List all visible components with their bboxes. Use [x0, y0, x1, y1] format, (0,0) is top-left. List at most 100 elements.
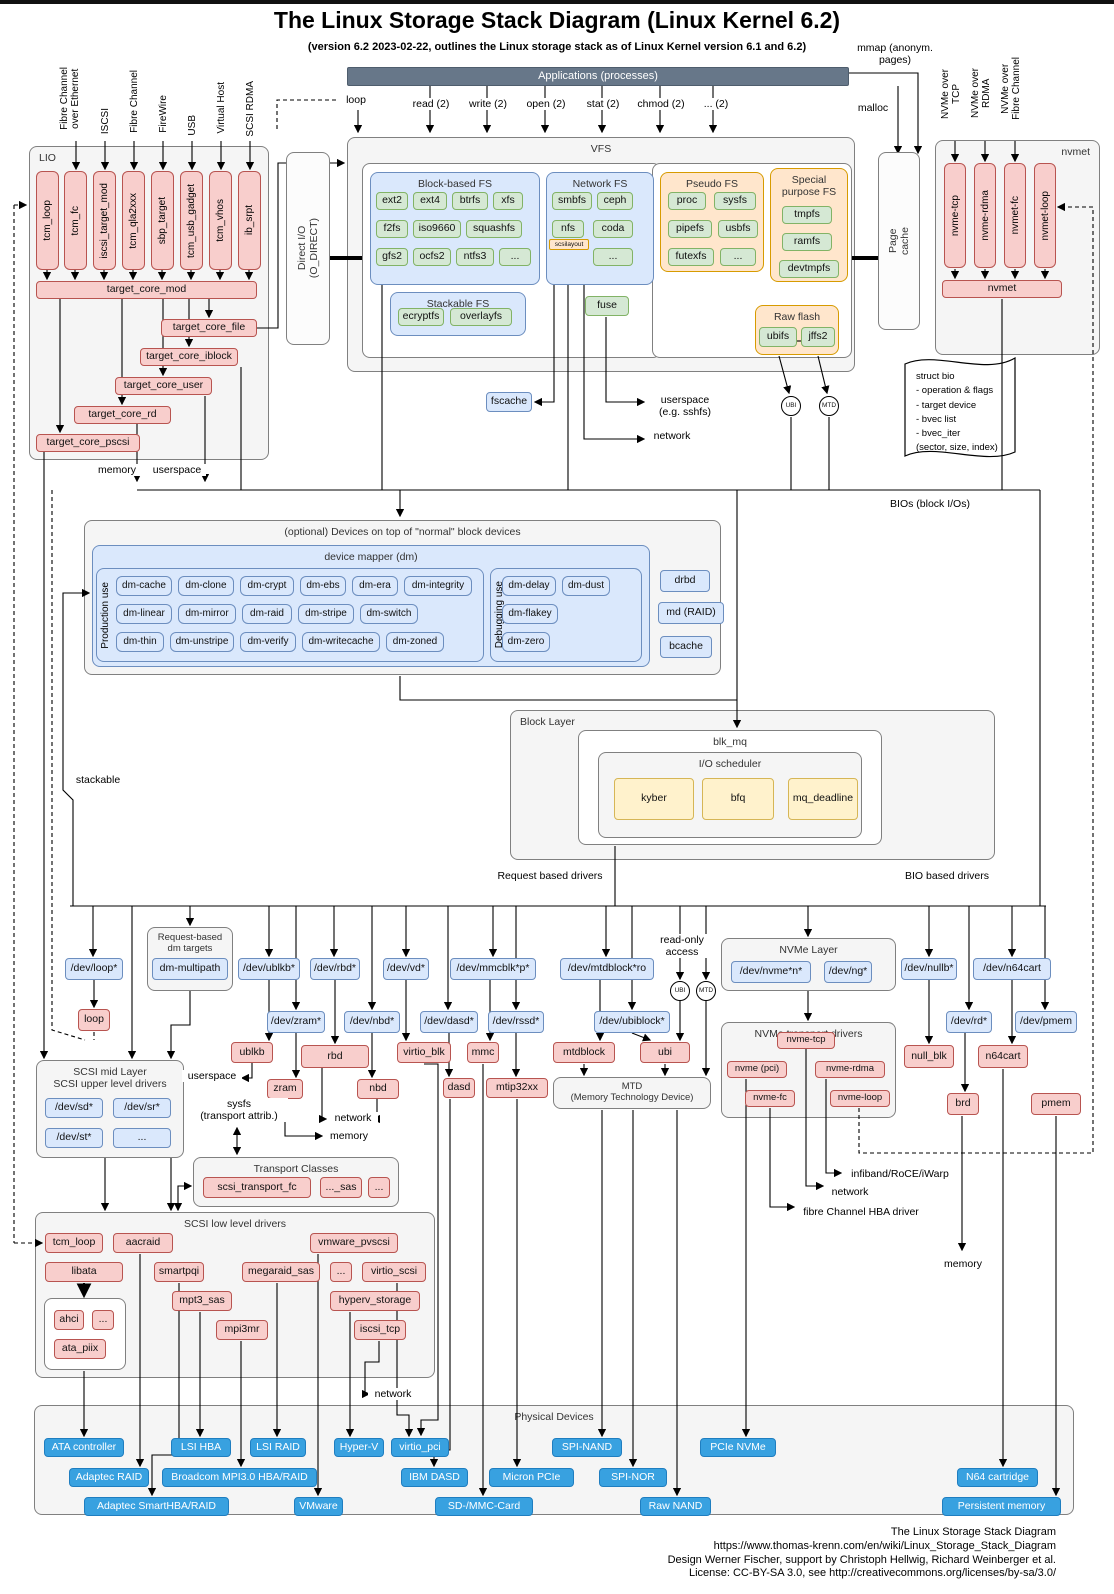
iso9660: iso9660: [413, 220, 461, 238]
page-title: The Linux Storage Stack Diagram (Linux K…: [273, 7, 841, 33]
dev-mtdblock-ro: /dev/mtdblock*ro: [560, 958, 654, 980]
mtd-container-label: MTD (Memory Technology Device): [570, 1081, 694, 1103]
dev-sr: /dev/sr*: [113, 1098, 171, 1118]
xfs: xfs: [493, 192, 523, 210]
fscache: fscache: [486, 392, 532, 412]
nvme-fc-host: nvme-fc: [745, 1090, 795, 1107]
mpi3mr: mpi3mr: [216, 1320, 268, 1340]
scsimid-more: ...: [113, 1128, 171, 1148]
dev-rd: /dev/rd*: [946, 1011, 992, 1033]
label-chmod: chmod (2): [632, 98, 690, 110]
sysfs: sysfs: [714, 192, 756, 210]
dm-mirror: dm-mirror: [178, 604, 236, 624]
ecryptfs: ecryptfs: [398, 308, 444, 326]
networkfs-more: ...: [593, 248, 633, 266]
struct-bio-text: struct bio - operation & flags - target …: [916, 371, 998, 454]
pseudofs-container-label: Pseudo FS: [686, 178, 738, 190]
phys-spi-nor: SPI-NOR: [599, 1468, 667, 1487]
phys-ibm-dasd: IBM DASD: [401, 1468, 468, 1487]
vlabel-nvme-over-fc: NVMe over Fibre Channel: [1000, 56, 1022, 120]
iosched-container-label: I/O scheduler: [698, 758, 762, 770]
physical-container: Physical Devices: [34, 1405, 1074, 1515]
vlabel-scsirdma: SCSI RDMA: [244, 81, 256, 137]
phys-spi-nand: SPI-NAND: [552, 1438, 622, 1457]
footer-line-2: https://www.thomas-krenn.com/en/wiki/Lin…: [713, 1539, 1056, 1552]
gfs2: gfs2: [376, 248, 408, 266]
lld-more: ...: [330, 1262, 352, 1282]
vlabel-fibrechannel: Fibre Channel: [128, 69, 140, 133]
scsi_transport_sas: ..._sas: [320, 1177, 362, 1198]
lio-container-label: LIO: [39, 152, 56, 164]
zram-driver: zram: [267, 1079, 303, 1099]
dev-nvme: /dev/nvme*n*: [731, 961, 811, 983]
ubi-circle-top: UBI: [781, 396, 801, 416]
specialfs-container-label: Special purpose FS: [781, 174, 837, 199]
rbd-driver: rbd: [301, 1045, 369, 1068]
virtio_scsi: virtio_scsi: [362, 1262, 426, 1282]
tcm_loop-lio: tcm_loop: [36, 171, 59, 270]
mq_deadline: mq_deadline: [788, 778, 858, 820]
usbfs: usbfs: [718, 220, 758, 238]
target_core_iblock: target_core_iblock: [140, 348, 238, 366]
dm-unstripe: dm-unstripe: [170, 632, 234, 652]
vmware_pvscsi: vmware_pvscsi: [310, 1233, 398, 1253]
vlabel-virtualhost: Virtual Host: [215, 82, 227, 134]
dm-ebs: dm-ebs: [300, 576, 346, 596]
dev-ublkb: /dev/ublkb*: [238, 958, 300, 980]
ubi-driver: ubi: [640, 1042, 690, 1063]
label-stackable: stackable: [68, 774, 128, 786]
label-loop-vfs: loop: [338, 94, 374, 106]
pmem-driver: pmem: [1031, 1093, 1081, 1115]
vlabel-fcoe: Fibre Channel over Ethernet: [59, 66, 81, 130]
iscsi_tcp: iscsi_tcp: [354, 1320, 406, 1340]
physical-container-label: Physical Devices: [514, 1411, 594, 1423]
label-bio-drivers: BIO based drivers: [898, 870, 996, 882]
rawflash-container-label: Raw flash: [773, 311, 821, 323]
dev-ng: /dev/ng*: [824, 961, 872, 983]
applications-bar: Applications (processes): [347, 67, 849, 86]
label-sys-more: ... (2): [695, 98, 737, 110]
label-userspace-ublkb: userspace: [182, 1070, 242, 1082]
vlabel-production-use: Production use: [99, 581, 111, 649]
phys-lsi-hba: LSI HBA: [171, 1438, 231, 1457]
futexfs: futexfs: [668, 248, 714, 266]
dev-rbd: /dev/rbd*: [310, 958, 360, 980]
loop-driver: loop: [78, 1009, 110, 1031]
dm-flakey: dm-flakey: [502, 604, 558, 624]
nvme-rdma-host: nvme-rdma: [815, 1061, 885, 1078]
nvmet-loop: nvmet-loop: [1034, 163, 1056, 268]
pagecache-box: Page cache: [878, 152, 920, 330]
dm-writecache: dm-writecache: [302, 632, 380, 652]
label-bios: BIOs (block I/Os): [874, 498, 986, 510]
ntfs3: ntfs3: [456, 248, 494, 266]
dm-verify: dm-verify: [240, 632, 296, 652]
dev-nullb: /dev/nullb*: [901, 958, 957, 980]
hyperv_storage: hyperv_storage: [330, 1291, 420, 1311]
ext4: ext4: [413, 192, 447, 210]
dm-clone: dm-clone: [178, 576, 234, 596]
dm-zero: dm-zero: [502, 632, 550, 652]
libata: libata: [45, 1262, 123, 1282]
mpt3_sas: mpt3_sas: [172, 1291, 232, 1311]
overlayfs: overlayfs: [450, 308, 512, 326]
target_core_mod: target_core_mod: [36, 281, 257, 299]
target_core_rd: target_core_rd: [74, 406, 171, 424]
phys-adaptec-raid: Adaptec RAID: [69, 1468, 149, 1487]
nvmet-bar: nvmet: [942, 280, 1062, 298]
transportclasses-container-label: Transport Classes: [253, 1163, 339, 1175]
vlabel-firewire: FireWire: [157, 95, 169, 133]
tcm_usb_gadget: tcm_usb_gadget: [180, 171, 203, 270]
footer-line-4: License: CC-BY-SA 3.0, see http://creati…: [688, 1567, 1056, 1580]
label-network-mid: network: [328, 1112, 378, 1124]
dasd-driver: dasd: [443, 1078, 475, 1098]
ahci-container: [44, 1298, 126, 1370]
footer-credits: The Linux Storage Stack Diagram https://…: [436, 1526, 1056, 1581]
tcm_fc: tcm_fc: [64, 171, 87, 270]
tcm_loop-lld: tcm_loop: [45, 1233, 103, 1253]
dev-dasd: /dev/dasd*: [420, 1011, 478, 1033]
phys-raw-nand: Raw NAND: [640, 1497, 711, 1516]
phys-broadcom: Broadcom MPI3.0 HBA/RAID: [162, 1468, 317, 1487]
brd-driver: brd: [947, 1093, 979, 1115]
ocfs2: ocfs2: [413, 248, 451, 266]
vfs-container-label: VFS: [590, 143, 612, 155]
